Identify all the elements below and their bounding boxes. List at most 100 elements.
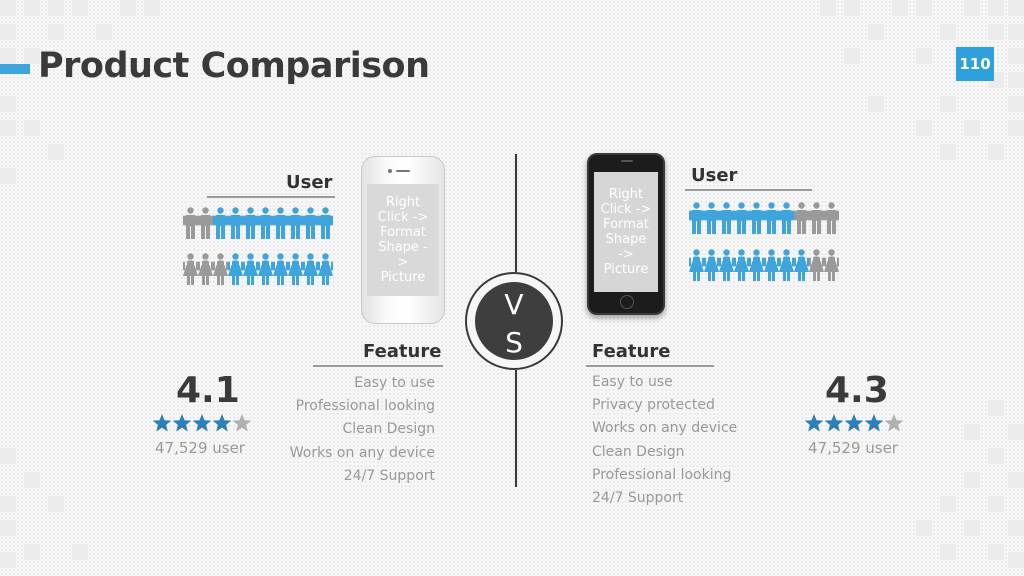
- background-square: [72, 0, 88, 16]
- left-women-icons: [183, 253, 333, 285]
- left-feature-item: Clean Design: [342, 421, 435, 438]
- left-user-count: 47,529 user: [155, 439, 245, 457]
- left-feature-item: Easy to use: [354, 375, 435, 391]
- background-square: [916, 48, 932, 64]
- background-square: [0, 520, 16, 536]
- man-icon: [689, 202, 704, 234]
- woman-icon: [243, 253, 258, 285]
- background-square: [1008, 0, 1024, 16]
- star-filled-icon: [844, 413, 864, 433]
- man-icon: [303, 207, 318, 239]
- background-square: [1008, 424, 1024, 440]
- left-feature-underline: [313, 365, 443, 367]
- background-square: [1008, 520, 1024, 536]
- woman-icon: [824, 249, 839, 281]
- background-square: [96, 24, 112, 40]
- left-rating-value: 4.1: [176, 370, 240, 411]
- right-user-count: 47,529 user: [808, 439, 898, 457]
- background-square: [964, 120, 980, 136]
- star-filled-icon: [212, 413, 232, 433]
- background-square: [1008, 48, 1024, 64]
- left-feature-item: Works on any device: [289, 444, 435, 461]
- right-star-rating: [804, 413, 904, 433]
- right-feature-item: Professional looking: [592, 466, 732, 483]
- background-square: [940, 144, 956, 160]
- background-square: [964, 424, 980, 440]
- woman-icon: [228, 253, 243, 285]
- background-square: [988, 496, 1004, 512]
- background-square: [24, 48, 40, 64]
- vs-letter-s: S: [505, 326, 523, 359]
- center-divider-top: [515, 154, 517, 272]
- man-icon: [764, 202, 779, 234]
- man-icon: [288, 207, 303, 239]
- man-icon: [183, 207, 198, 239]
- background-square: [0, 0, 16, 16]
- background-square: [0, 96, 16, 112]
- page-title: Product Comparison: [38, 46, 430, 86]
- background-square: [844, 48, 860, 64]
- background-square: [988, 144, 1004, 160]
- star-filled-icon: [172, 413, 192, 433]
- background-square: [0, 552, 16, 568]
- background-square: [1008, 552, 1024, 568]
- right-feature-item: 24/7 Support: [592, 489, 684, 506]
- right-user-heading: User: [691, 165, 738, 186]
- left-placeholder-text: Right Click -> Format Shape - > Picture: [377, 195, 429, 285]
- man-icon: [258, 207, 273, 239]
- background-square: [48, 0, 64, 16]
- background-square: [916, 120, 932, 136]
- title-accent-bar: [0, 64, 30, 74]
- background-square: [988, 448, 1004, 464]
- background-square: [24, 544, 40, 560]
- background-square: [1008, 472, 1024, 488]
- background-square: [48, 24, 64, 40]
- background-square: [1008, 96, 1024, 112]
- right-feature-item: Easy to use: [592, 374, 673, 390]
- background-square: [988, 24, 1004, 40]
- background-square: [988, 544, 1004, 560]
- star-empty-icon: [884, 413, 904, 433]
- left-user-heading: User: [286, 172, 333, 193]
- background-square: [0, 24, 16, 40]
- right-feature-item: Privacy protected: [592, 397, 715, 414]
- page-number-badge: 110: [956, 47, 994, 81]
- left-user-underline: [207, 196, 335, 198]
- black-phone-image: Right Click -> Format Shape -> Picture: [587, 153, 665, 315]
- vs-badge: V S: [475, 282, 553, 360]
- left-phone-screen-placeholder: Right Click -> Format Shape - > Picture: [367, 184, 439, 296]
- background-square: [964, 472, 980, 488]
- star-filled-icon: [192, 413, 212, 433]
- background-square: [24, 0, 40, 16]
- background-square: [892, 0, 908, 16]
- background-square: [916, 520, 932, 536]
- woman-icon: [734, 249, 749, 281]
- woman-icon: [704, 249, 719, 281]
- background-square: [120, 0, 136, 16]
- woman-icon: [779, 249, 794, 281]
- man-icon: [779, 202, 794, 234]
- man-icon: [809, 202, 824, 234]
- background-square: [24, 120, 40, 136]
- right-women-icons: [689, 249, 839, 281]
- right-feature-underline: [586, 365, 714, 367]
- background-square: [0, 448, 16, 464]
- background-square: [844, 0, 860, 16]
- background-square: [0, 120, 16, 136]
- woman-icon: [288, 253, 303, 285]
- center-divider-bottom: [515, 370, 517, 487]
- left-feature-heading: Feature: [363, 341, 442, 362]
- vs-letter-v: V: [504, 288, 524, 321]
- right-men-icons: [689, 202, 839, 234]
- background-square: [72, 544, 88, 560]
- background-square: [144, 0, 160, 16]
- woman-icon: [764, 249, 779, 281]
- background-square: [48, 496, 64, 512]
- left-feature-item: Professional looking: [295, 398, 435, 415]
- background-square: [1008, 72, 1024, 88]
- woman-icon: [273, 253, 288, 285]
- background-square: [940, 24, 956, 40]
- background-square: [964, 0, 980, 16]
- phone-speaker: [396, 170, 410, 172]
